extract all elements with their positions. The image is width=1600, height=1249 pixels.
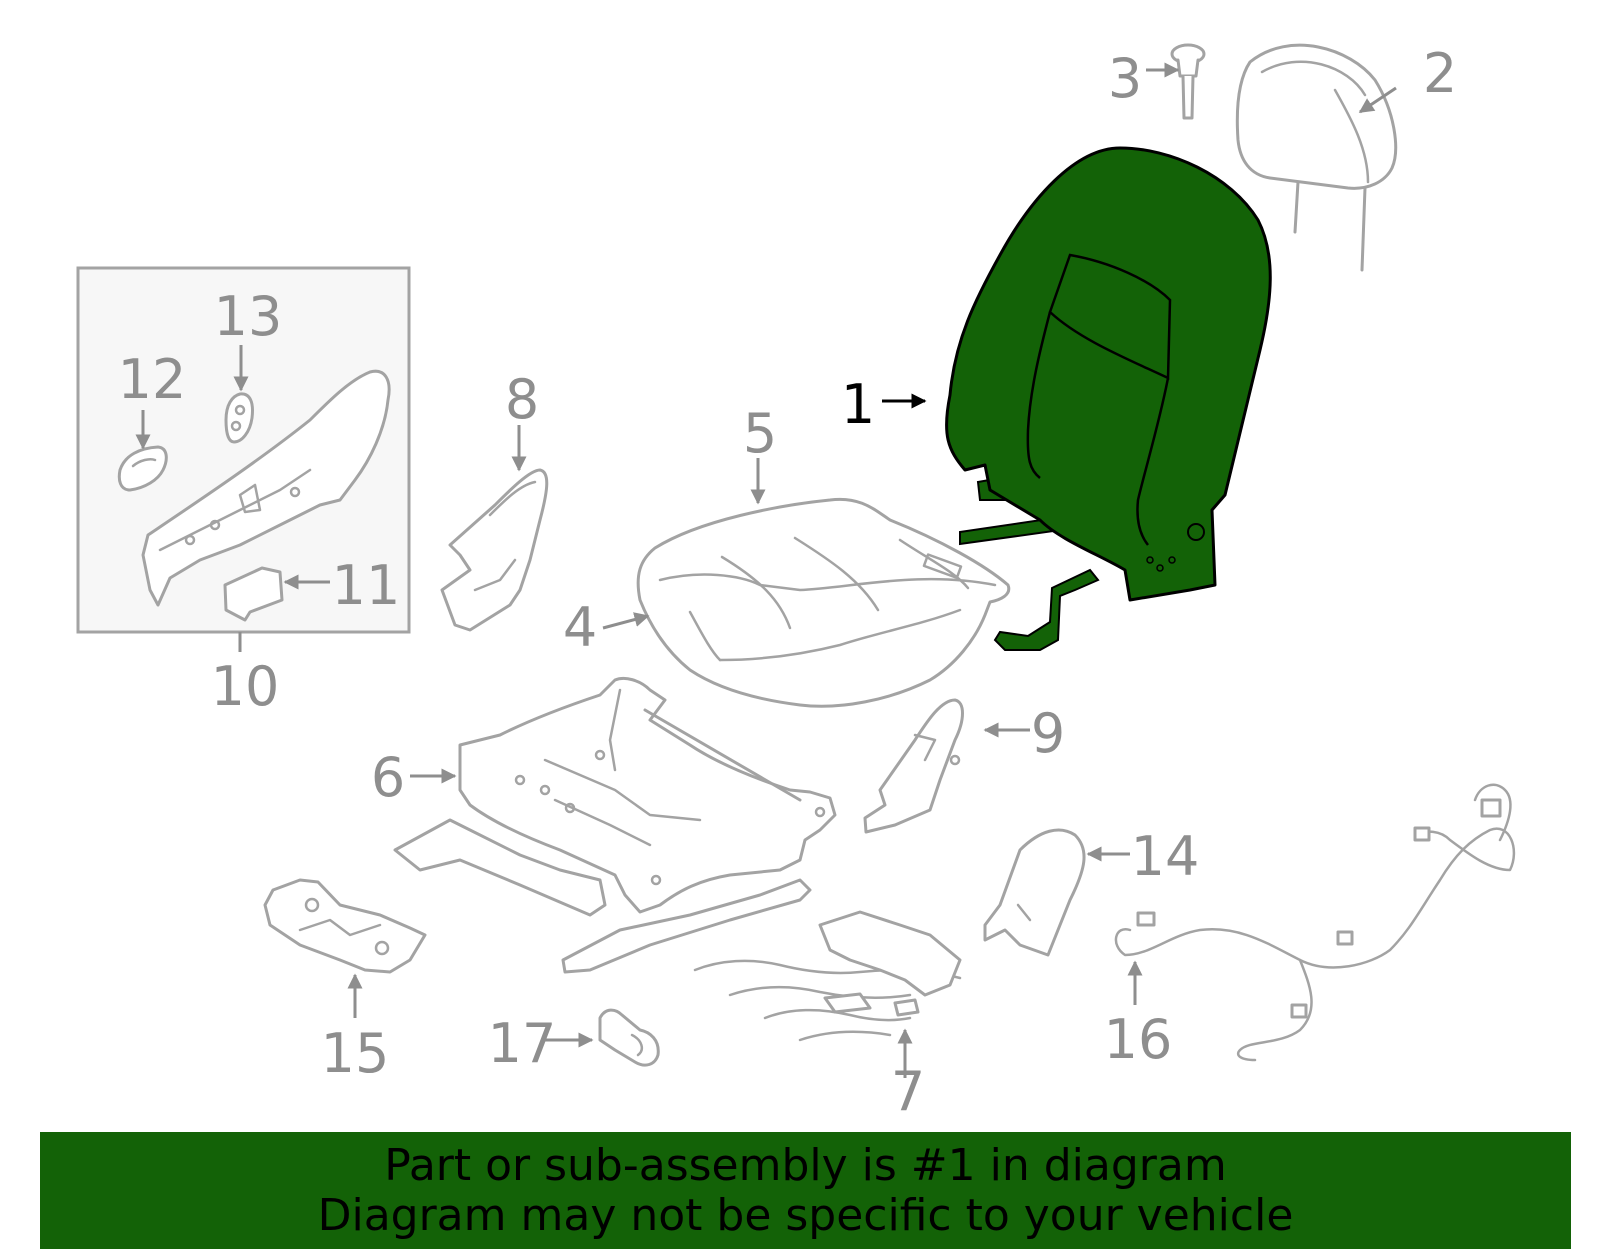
callout-15[interactable]: 15: [321, 1022, 390, 1085]
part-13-knob[interactable]: [224, 392, 254, 444]
callout-17[interactable]: 17: [488, 1012, 557, 1075]
callout-3[interactable]: 3: [1108, 47, 1142, 110]
part-6-seat-frame[interactable]: [393, 676, 837, 974]
callout-1[interactable]: 1: [841, 373, 875, 436]
callout-7[interactable]: 7: [891, 1060, 925, 1123]
part-10-outer-trim[interactable]: [141, 369, 391, 607]
callout-12[interactable]: 12: [118, 348, 187, 411]
callout-16[interactable]: 16: [1104, 1008, 1173, 1071]
part-4-seat-cushion[interactable]: [636, 497, 1011, 708]
arrow-4: [602, 612, 650, 630]
callout-10[interactable]: 10: [211, 655, 280, 718]
arrow-2: [1358, 86, 1397, 114]
banner-line-1: Part or sub-assembly is #1 in diagram: [384, 1140, 1227, 1191]
callout-5[interactable]: 5: [743, 402, 777, 465]
callout-11[interactable]: 11: [332, 554, 401, 617]
info-banner: Part or sub-assembly is #1 in diagram Di…: [40, 1132, 1571, 1249]
part-8-side-shield[interactable]: [440, 468, 549, 632]
callout-9[interactable]: 9: [1031, 702, 1065, 765]
callout-6[interactable]: 6: [371, 746, 405, 809]
part-11-cover[interactable]: [223, 566, 284, 622]
leader-arrows: [135, 62, 1397, 1078]
callout-14[interactable]: 14: [1131, 825, 1200, 888]
part-2-headrest[interactable]: [1235, 43, 1398, 272]
part-7-spring-mat[interactable]: [693, 910, 962, 1042]
callout-2[interactable]: 2: [1423, 42, 1457, 105]
part-17-clip[interactable]: [598, 1008, 660, 1067]
callout-8[interactable]: 8: [505, 368, 539, 431]
part-15-bracket[interactable]: [263, 878, 427, 974]
callout-4[interactable]: 4: [563, 596, 597, 659]
callout-13[interactable]: 13: [214, 285, 283, 348]
part-16-wire-harness[interactable]: [1114, 783, 1516, 1062]
part-3-bolt[interactable]: [1170, 43, 1206, 120]
part-9-bracket[interactable]: [863, 698, 964, 834]
part-1-seat-back[interactable]: [945, 146, 1272, 651]
part-12-knob[interactable]: [117, 445, 168, 492]
part-14-trim-cover[interactable]: [983, 828, 1086, 957]
banner-line-2: Diagram may not be specific to your vehi…: [317, 1190, 1294, 1241]
